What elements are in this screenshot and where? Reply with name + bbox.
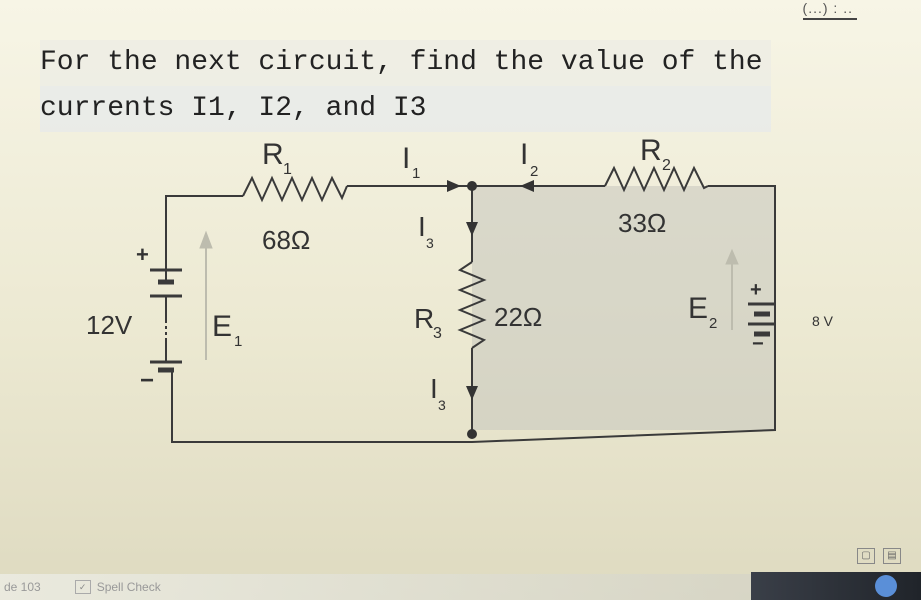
svg-text:1: 1 [283, 161, 292, 178]
question-line-2: currents I1, I2, and I3 [40, 86, 771, 132]
r3-value: 22Ω [494, 302, 542, 332]
label-r2: R 2 [640, 134, 671, 174]
label-r3: R 3 [414, 303, 442, 342]
svg-text:2: 2 [530, 163, 538, 180]
voltage-arrows [199, 230, 739, 360]
label-i2: I 2 [520, 138, 538, 180]
e2-value: 8 V [812, 313, 834, 329]
label-r1: R 1 [262, 138, 292, 178]
svg-text:2: 2 [662, 157, 671, 174]
svg-text:1: 1 [412, 165, 420, 182]
battery-e1 [150, 268, 182, 373]
e1-value: 12V [86, 310, 133, 340]
svg-text:E: E [212, 310, 232, 343]
arrow-i2 [520, 180, 534, 192]
junction-node-bottom [467, 429, 477, 439]
resistor-r1 [242, 175, 348, 203]
arrow-i1 [447, 180, 461, 192]
view-controls: ▢ ▤ [857, 548, 901, 564]
label-i3-lower: I 3 [430, 373, 446, 413]
resistor-r3 [457, 261, 487, 349]
arrow-i3-upper [466, 222, 478, 236]
spell-check-icon: ✓ [74, 580, 91, 594]
svg-text:I: I [418, 211, 426, 242]
arrow-i3-lower [466, 386, 478, 400]
battery-e2 [748, 302, 776, 337]
svg-text:R: R [262, 138, 284, 171]
label-i1: I 1 [402, 142, 420, 182]
svg-text:3: 3 [438, 397, 446, 413]
spell-check-label: Spell Check [96, 580, 161, 594]
top-corner-fragment: (...) : .. [802, 0, 858, 20]
junction-node-top [467, 181, 477, 191]
e2-minus-sign: − [752, 333, 764, 355]
web-view-icon[interactable]: ▤ [883, 548, 901, 564]
svg-text:3: 3 [426, 235, 434, 251]
svg-text:R: R [414, 303, 434, 334]
label-e2: E 2 [688, 292, 717, 332]
svg-text:2: 2 [709, 315, 717, 332]
svg-text:R: R [640, 134, 662, 167]
svg-text:I: I [402, 142, 410, 175]
svg-text:1: 1 [234, 333, 242, 350]
e2-plus-sign: + [750, 279, 762, 301]
svg-text:I: I [430, 373, 438, 404]
svg-text:E: E [688, 292, 708, 325]
spell-check-button[interactable]: ✓ Spell Check [74, 580, 161, 594]
label-e1: E 1 [212, 310, 242, 350]
question-line-1: For the next circuit, find the value of … [40, 40, 771, 86]
status-bar: de 103 ✓ Spell Check [0, 574, 760, 600]
page-indicator: de 103 [4, 580, 41, 594]
resistor-r2 [604, 165, 709, 193]
label-i3-upper: I 3 [418, 211, 434, 251]
e1-minus-sign: − [140, 367, 154, 394]
r1-value: 68Ω [262, 225, 310, 255]
taskbar-app-icon[interactable] [875, 575, 897, 597]
svg-text:I: I [520, 138, 528, 171]
taskbar [751, 572, 921, 600]
r2-value: 33Ω [618, 208, 666, 238]
shaded-region [472, 186, 775, 430]
question-text: For the next circuit, find the value of … [40, 40, 771, 132]
page-view-icon[interactable]: ▢ [857, 548, 875, 564]
e1-plus-sign: + [136, 242, 149, 267]
svg-text:3: 3 [433, 325, 442, 342]
